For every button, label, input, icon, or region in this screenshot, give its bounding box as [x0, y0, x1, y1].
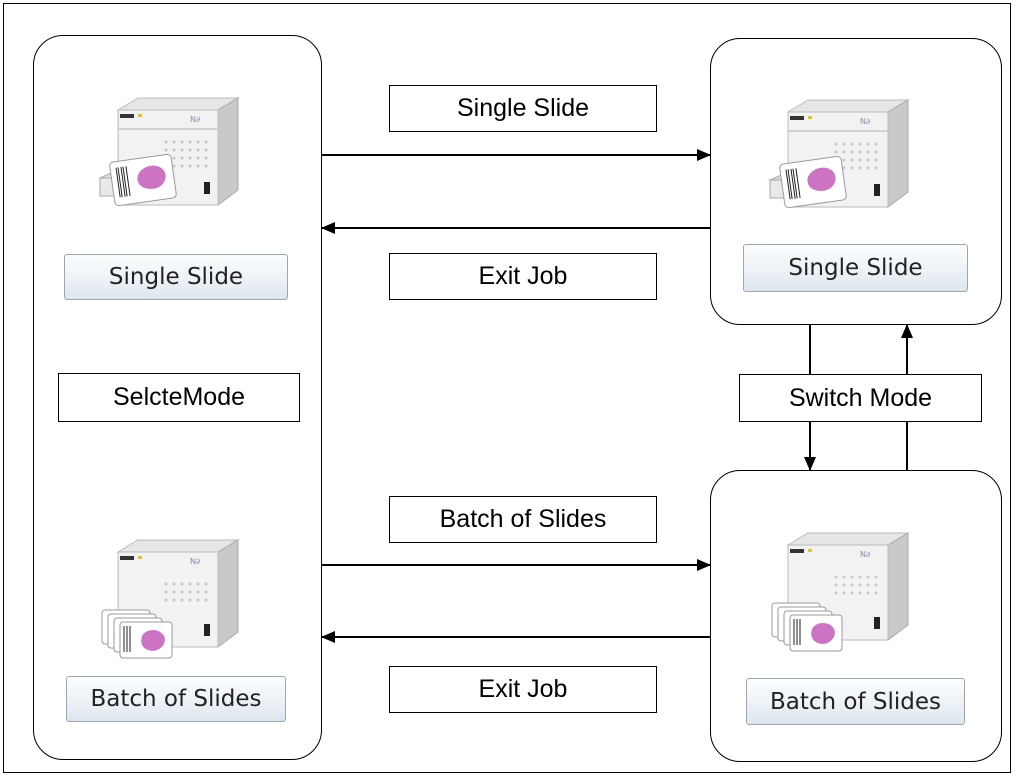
exit-job-flow-label: Exit Job — [389, 666, 657, 713]
scanner-slide-stack-icon: N∂ — [771, 532, 910, 652]
svg-text:N∂: N∂ — [860, 117, 870, 126]
svg-text:N∂: N∂ — [190, 115, 200, 124]
exit-job-flow-label: Exit Job — [389, 253, 657, 300]
scanner-single-slide-icon: N∂ — [98, 97, 240, 207]
batch-of-slides-flow-label: Batch of Slides — [389, 496, 657, 543]
select-mode-label: SelcteMode — [58, 373, 300, 422]
diagram-frame — [3, 3, 1011, 773]
single-slide-button[interactable]: Single Slide — [743, 244, 968, 292]
scanner-single-slide-icon: N∂ — [768, 99, 910, 209]
svg-text:N∂: N∂ — [190, 557, 200, 566]
scanner-slide-stack-icon: N∂ — [101, 539, 240, 659]
switch-mode-label: Switch Mode — [739, 374, 982, 422]
single-slide-flow-label: Single Slide — [389, 85, 657, 132]
batch-of-slides-button[interactable]: Batch of Slides — [66, 676, 286, 722]
svg-text:N∂: N∂ — [860, 550, 870, 559]
single-slide-button[interactable]: Single Slide — [64, 254, 288, 300]
batch-of-slides-button[interactable]: Batch of Slides — [746, 678, 965, 725]
